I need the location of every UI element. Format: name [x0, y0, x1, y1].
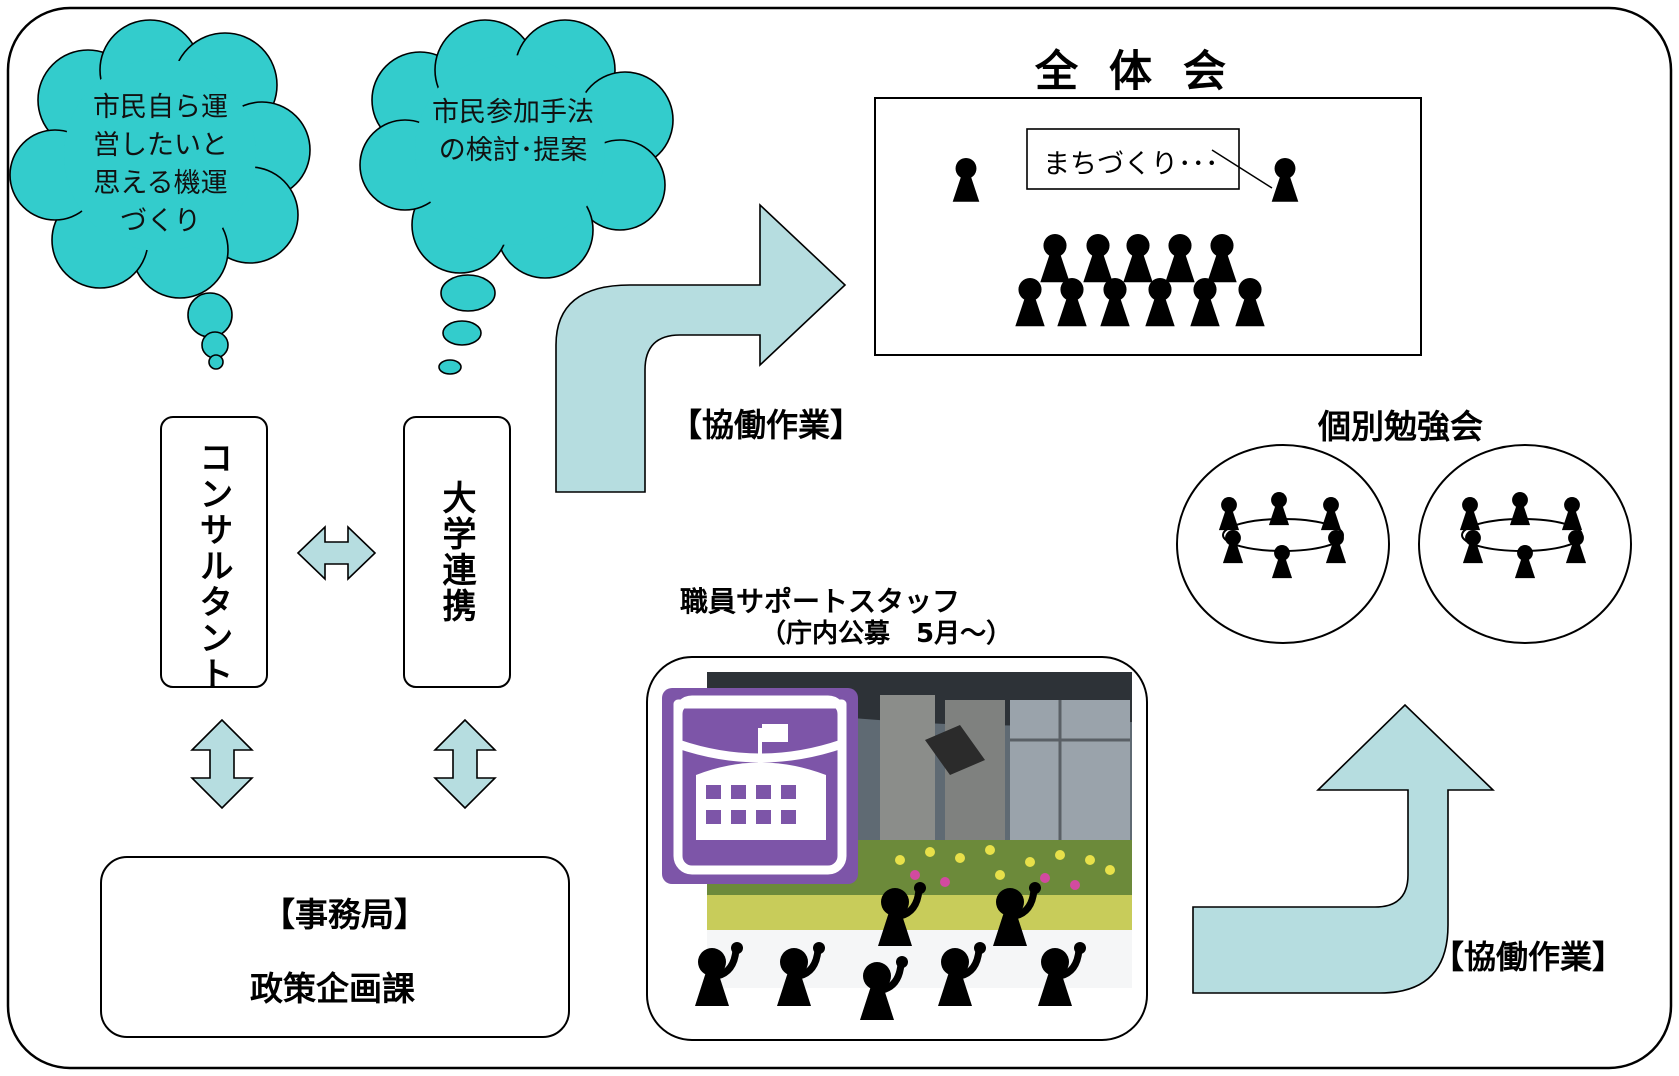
staff-person — [777, 942, 825, 1006]
double-arrow-vertical-left — [190, 718, 254, 810]
cloud-left — [9, 19, 311, 370]
study-person — [1462, 530, 1484, 564]
cloud-right-text: 市民参加手法 の検討･提案 — [432, 97, 594, 166]
curved-arrow-top — [555, 203, 847, 493]
speech-bubble — [1026, 128, 1240, 190]
study-person — [1268, 492, 1290, 526]
study-person — [1271, 545, 1293, 579]
audience-person — [1165, 234, 1195, 283]
audience-person — [1015, 278, 1045, 327]
staff-person — [938, 942, 986, 1006]
staff-person — [1038, 942, 1086, 1006]
study-person — [1320, 497, 1342, 531]
speaker-person — [1271, 158, 1299, 202]
speaker-person — [952, 158, 980, 202]
secretariat-label: 【事務局】 — [262, 895, 427, 934]
staff-subtitle: （庁内公募 5月～） — [760, 619, 1013, 649]
plenary-title: 全 体 会 — [1035, 47, 1234, 97]
study-person — [1459, 497, 1481, 531]
speech-pointer — [1211, 149, 1273, 189]
audience-person — [1040, 234, 1070, 283]
study-person — [1561, 497, 1583, 531]
audience-person — [1100, 278, 1130, 327]
staff-title: 職員サポートスタッフ — [680, 585, 961, 618]
staff-person — [993, 882, 1041, 946]
school-icon — [662, 688, 858, 884]
study-group-people — [1218, 492, 1587, 579]
audience-person — [1083, 234, 1113, 283]
curved-arrow-bottom — [1192, 703, 1495, 994]
policy-division-label: 政策企画課 — [250, 969, 415, 1008]
consultant-label: コンサルタント — [193, 440, 233, 692]
staff-person — [878, 882, 926, 946]
study-person — [1218, 497, 1240, 531]
university-box — [403, 416, 511, 688]
study-group-circle-left — [1176, 444, 1390, 644]
study-person — [1565, 530, 1587, 564]
study-person — [1509, 492, 1531, 526]
study-group-circle-right — [1418, 444, 1632, 644]
staff-people — [695, 882, 1086, 1020]
consultant-box — [160, 416, 268, 688]
double-arrow-vertical-right — [433, 718, 497, 810]
audience-person — [1123, 234, 1153, 283]
study-person — [1514, 545, 1536, 579]
audience-person — [1190, 278, 1220, 327]
staff-person — [860, 956, 908, 1020]
audience-person — [1057, 278, 1087, 327]
speech-text: まちづくり･･･ — [1043, 149, 1219, 180]
collab-label-bottom: 【協働作業】 — [1432, 938, 1625, 976]
study-person — [1222, 530, 1244, 564]
cloud-right — [359, 19, 674, 375]
study-groups-title: 個別勉強会 — [1318, 407, 1483, 446]
audience-person — [1235, 278, 1265, 327]
staff-person — [695, 942, 743, 1006]
cloud-left-text: 市民自ら運 営したいと 思える機運 づくり — [93, 92, 228, 237]
audience-person — [1145, 278, 1175, 327]
study-person — [1325, 530, 1347, 564]
audience-person — [1207, 234, 1237, 283]
double-arrow-horizontal — [296, 525, 377, 581]
secretariat-box — [100, 856, 570, 1038]
collab-label-top: 【協働作業】 — [670, 406, 863, 444]
university-label: 大学連携 — [436, 480, 476, 624]
plenary-people — [952, 158, 1299, 327]
